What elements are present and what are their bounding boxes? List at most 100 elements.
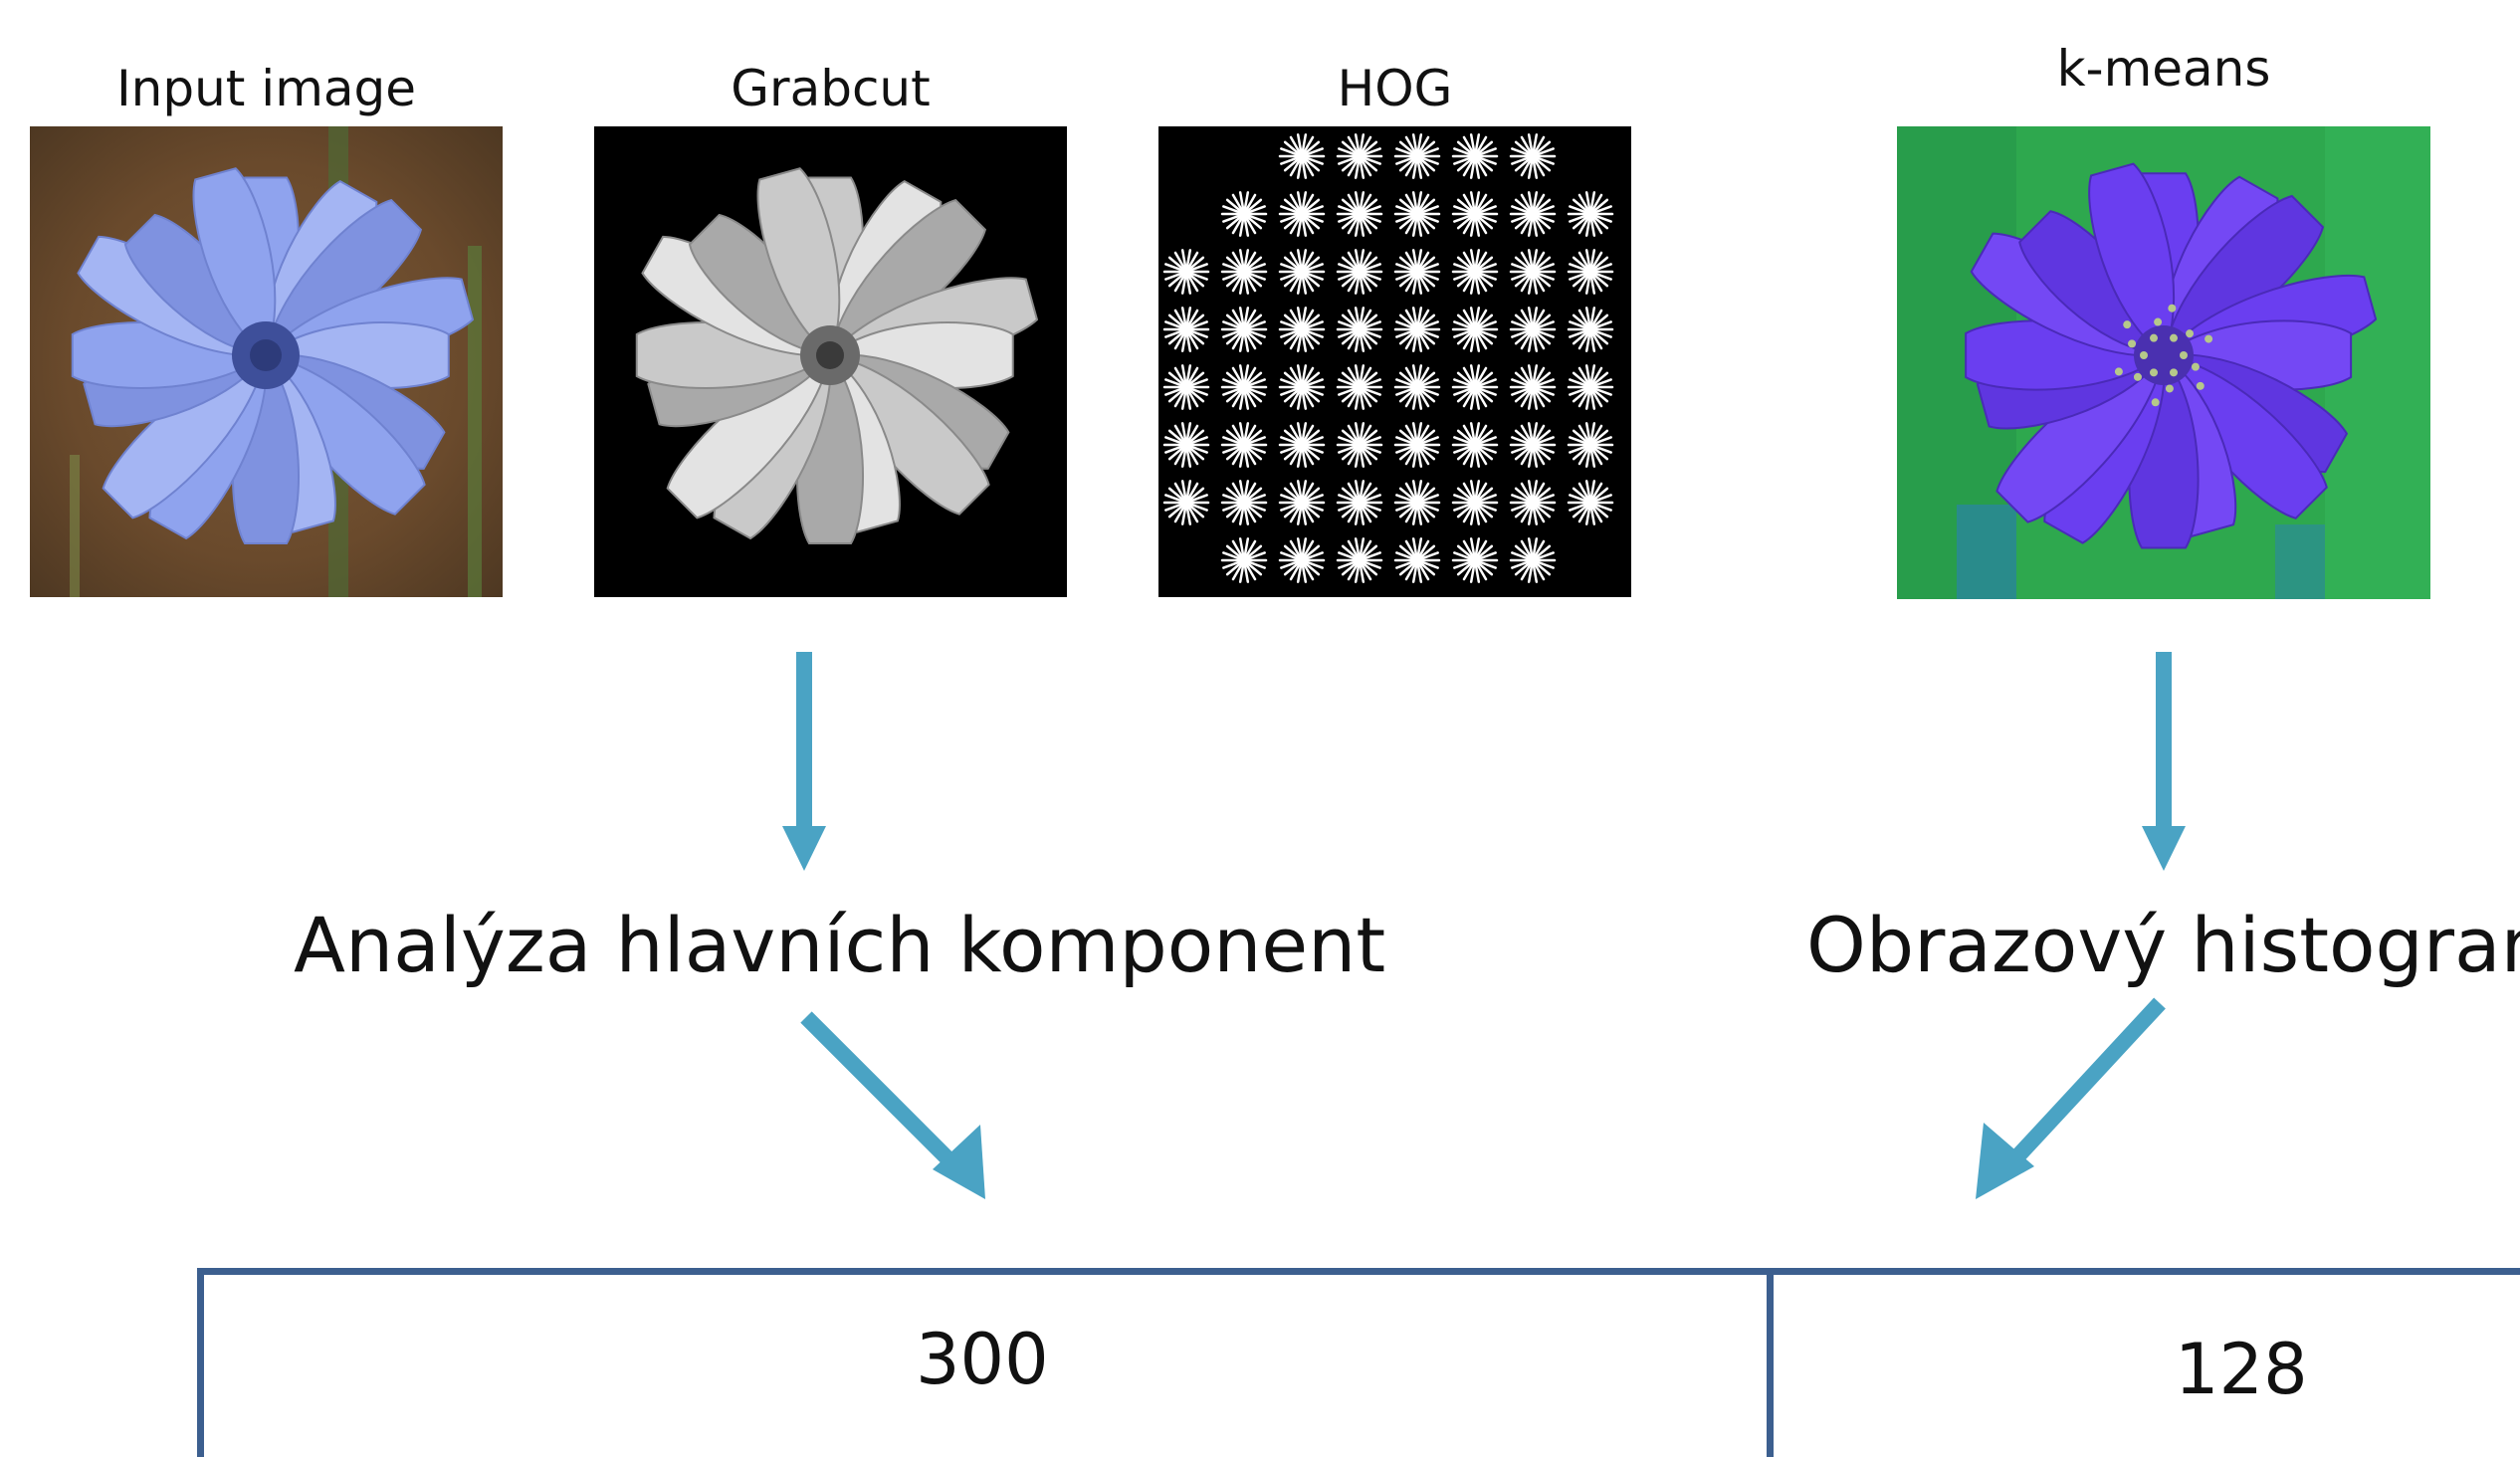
hog-cell-glyph [1336, 364, 1383, 410]
stamen-dot [2154, 317, 2163, 326]
stamen-dot [2165, 384, 2174, 393]
stamen-dot [2140, 351, 2148, 359]
stamen-dot [2151, 398, 2160, 407]
flower-petal [2088, 162, 2176, 357]
grabcut-flower-image [594, 126, 1067, 597]
hog-cell-glyph [1509, 364, 1557, 410]
hog-cell-glyph [1451, 307, 1499, 352]
kmeans-panel [1897, 126, 2430, 599]
hog-cell-glyph [1451, 191, 1499, 237]
kmeans-flower-image [1897, 126, 2430, 599]
stamen-dot [2186, 329, 2195, 338]
grabcut-panel [594, 126, 1067, 597]
hog-cell-glyph [1162, 364, 1210, 410]
hog-visualization [1158, 126, 1631, 597]
hog-cell-glyph [1451, 364, 1499, 410]
hog-cell-glyph [1162, 249, 1210, 295]
arrow-pca-to-vector [800, 1011, 985, 1199]
hog-cell-glyph [1336, 249, 1383, 295]
stamen-dot [2170, 368, 2178, 377]
hog-cell-glyph [1567, 249, 1614, 295]
hog-cell-glyph [1509, 480, 1557, 525]
hog-cell-glyph [1220, 249, 1268, 295]
hog-cell-glyph [1336, 133, 1383, 179]
hog-cell-glyph [1278, 480, 1326, 525]
feature-vector-divider [1767, 1268, 1774, 1457]
hog-cell-glyph [1278, 364, 1326, 410]
hog-cell-glyph [1278, 307, 1326, 352]
hog-cell-glyph [1336, 191, 1383, 237]
hog-cell-glyph [1509, 133, 1557, 179]
stamen-dot [2150, 333, 2158, 342]
hog-cell-glyph [1393, 422, 1441, 468]
hog-cell-glyph [1451, 480, 1499, 525]
hog-cell-glyph [1509, 307, 1557, 352]
hog-cell-glyph [1220, 422, 1268, 468]
hog-cell-glyph [1278, 537, 1326, 583]
hog-cell-glyph [1393, 480, 1441, 525]
hog-cell-glyph [1509, 249, 1557, 295]
hog-cell-glyph [1509, 537, 1557, 583]
hog-cell-glyph [1278, 191, 1326, 237]
hog-cell-glyph [1451, 537, 1499, 583]
input-image-title: Input image [115, 60, 417, 117]
stamen-dot [2191, 362, 2200, 371]
hog-cell-glyph [1220, 307, 1268, 352]
stamen-dot [2180, 351, 2188, 359]
input-image-panel [30, 126, 503, 597]
hog-cell-glyph [1567, 364, 1614, 410]
hog-cell-glyph [1509, 422, 1557, 468]
pca-label: Analýza hlavních komponent [294, 901, 1386, 989]
hog-cell-glyph [1162, 480, 1210, 525]
arrow-histogram-to-vector [1976, 997, 2166, 1199]
flower-petal [192, 167, 277, 357]
arrow-grabcut-hog-to-pca [782, 652, 826, 871]
hog-cell-glyph [1278, 133, 1326, 179]
hog-cell-glyph [1336, 480, 1383, 525]
hog-cell-glyph [1220, 364, 1268, 410]
hog-cell-glyph [1451, 422, 1499, 468]
stamen-dot [2114, 367, 2123, 376]
stamen-dot [2205, 334, 2213, 343]
hog-cell-glyph [1567, 422, 1614, 468]
hog-cell-glyph [1278, 249, 1326, 295]
hog-cell-glyph [1336, 307, 1383, 352]
hog-cell-glyph [1162, 307, 1210, 352]
feature-vector-right-value: 128 [2175, 1329, 2308, 1410]
hog-cell-glyph [1393, 191, 1441, 237]
hog-cell-glyph [1451, 133, 1499, 179]
hog-cell-glyph [1220, 537, 1268, 583]
hog-cell-glyph [1393, 133, 1441, 179]
hog-cell-glyph [1393, 307, 1441, 352]
hog-cell-glyph [1393, 364, 1441, 410]
hog-cell-glyph [1451, 249, 1499, 295]
hog-title: HOG [1337, 60, 1453, 117]
flower-petal [756, 167, 841, 357]
stamen-dot [2170, 333, 2178, 342]
feature-vector-left-value: 300 [916, 1319, 1049, 1400]
hog-cell-glyph [1567, 480, 1614, 525]
hog-cell-glyph [1393, 537, 1441, 583]
stamen-dot [2196, 381, 2205, 390]
hog-cell-glyph [1393, 249, 1441, 295]
hog-cell-glyph [1220, 480, 1268, 525]
kmeans-title: k-means [2056, 40, 2271, 98]
stamen-dot [2168, 304, 2177, 312]
hog-cell-glyph [1336, 422, 1383, 468]
hog-cell-glyph [1336, 537, 1383, 583]
stamen-dot [2150, 368, 2158, 377]
feature-vector-table [197, 1268, 2520, 1457]
histogram-label: Obrazový histogram [1806, 901, 2520, 989]
stamen-dot [2128, 339, 2137, 348]
hog-cell-glyph [1162, 422, 1210, 468]
hog-cell-glyph [1567, 191, 1614, 237]
stamen-dot [2123, 320, 2132, 329]
hog-panel [1158, 126, 1631, 597]
hog-cell-glyph [1220, 191, 1268, 237]
stamen-dot [2133, 372, 2142, 381]
hog-cell-glyph [1509, 191, 1557, 237]
hog-cell-glyph [1278, 422, 1326, 468]
grabcut-title: Grabcut [731, 60, 931, 117]
arrow-kmeans-to-histogram [2142, 652, 2186, 871]
input-flower-image [30, 126, 503, 597]
